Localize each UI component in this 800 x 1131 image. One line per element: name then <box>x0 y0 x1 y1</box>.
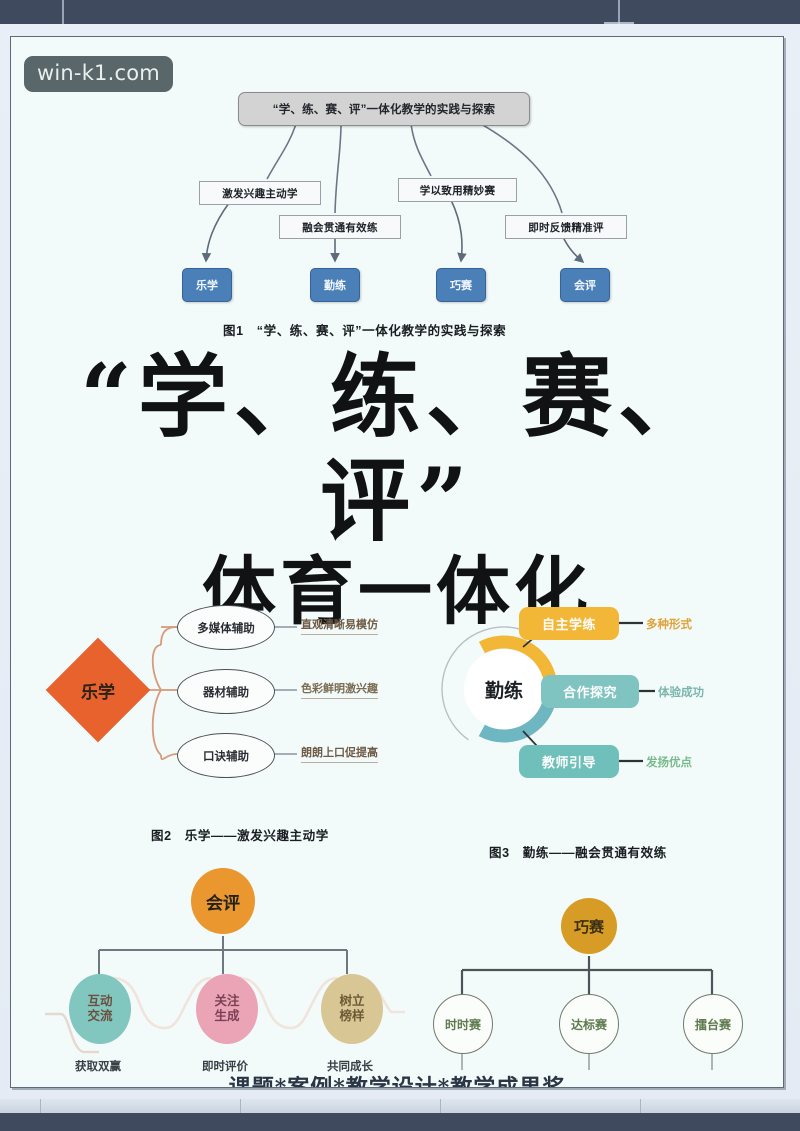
figure-3-text-2: 体验成功 <box>658 687 704 699</box>
strip-segment <box>440 1099 641 1113</box>
figure-4-leaf-1-line-2: 交流 <box>87 1009 113 1023</box>
editor-top-band <box>0 0 800 24</box>
figure-2-hub-lexue: 乐学 <box>45 637 151 743</box>
figure-2-node-2: 器材辅助 <box>177 669 275 714</box>
figure-3-connectors <box>441 621 655 763</box>
strip-segment <box>40 1099 241 1113</box>
footer-text: 课题*案例*教学设计*教学成果奖 <box>228 1075 566 1088</box>
page-title-line-1: “学、练、赛、评” <box>80 344 714 554</box>
figure-4-leaf-3: 树立 榜样 <box>321 974 383 1044</box>
figure-2-text-3: 朗朗上口促提高 <box>301 744 378 763</box>
figure-1-connectors <box>201 123 585 264</box>
editor-bottom-band <box>0 1113 800 1131</box>
figure-5-connectors <box>460 956 714 1070</box>
figure-2-text-1: 直观清晰易模仿 <box>301 616 378 635</box>
figure-4-sub-3: 共同成长 <box>327 1061 373 1073</box>
figure-4-sub-1: 获取双赢 <box>75 1061 121 1073</box>
figure-4-leaf-2-line-2: 生成 <box>214 1009 240 1023</box>
figure-4-leaf-2: 关注 生成 <box>196 974 258 1044</box>
figure-2-node-3: 口诀辅助 <box>177 733 275 778</box>
figure-2-text-2: 色彩鲜明激兴趣 <box>301 680 378 699</box>
figure-4-leaf-1-line-1: 互动 <box>87 994 113 1008</box>
figure-1-caption: 图1 “学、练、赛、评”一体化教学的实践与探索 <box>223 324 507 338</box>
figure-1-node-huiping: 会评 <box>560 268 610 302</box>
figure-1-label-3: 学以致用精妙赛 <box>398 178 517 202</box>
figure-2-connectors <box>139 626 297 760</box>
figure-3-node-1: 自主学练 <box>519 607 619 640</box>
figure-3-node-2: 合作探究 <box>541 675 639 708</box>
figure-4-leaf-2-line-1: 关注 <box>214 994 240 1008</box>
figure-2-hub-label: 乐学 <box>81 682 115 703</box>
figure-5-leaf-2: 达标赛 <box>559 994 619 1054</box>
figure-2-node-1: 多媒体辅助 <box>177 605 275 650</box>
figure-3-text-1: 多种形式 <box>646 619 692 631</box>
figure-4-leaf-1: 互动 交流 <box>69 974 131 1044</box>
figure-5-leaf-3: 擂台赛 <box>683 994 743 1054</box>
strip-segment <box>240 1099 441 1113</box>
figure-1-diagram: “学、练、赛、评”一体化教学的实践与探索 激发兴趣主动学 融会贯通有效练 学以致… <box>11 45 783 315</box>
watermark-badge: win-k1.com <box>24 56 173 92</box>
ruler-tick-left <box>62 0 64 24</box>
figure-4-hub-huiping: 会评 <box>191 868 255 934</box>
figure-4-leaf-3-line-2: 榜样 <box>339 1009 365 1023</box>
figure-2-diagram: 乐学 多媒体辅助 器材辅助 口诀辅助 直观清晰易模仿 色彩鲜明激兴趣 朗朗上口促… <box>39 585 399 810</box>
figure-3-hub-qinlian: 勤练 <box>484 679 523 702</box>
figure-2-caption: 图2 乐学——激发兴趣主动学 <box>151 829 329 843</box>
strip-segment <box>0 1099 41 1113</box>
figure-4-diagram: 会评 互动 交流 关注 生成 树立 榜样 获取双赢 即时评价 共同成长 <box>39 862 411 1080</box>
figure-5-diagram: 巧赛 时时赛 达标赛 擂台赛 <box>411 892 783 1072</box>
figure-3-node-3: 教师引导 <box>519 745 619 778</box>
figure-1-label-2: 融会贯通有效练 <box>279 215 401 239</box>
figure-3-diagram: 勤练 自主学练 合作探究 教师引导 多种形式 体验成功 发扬优点 <box>411 585 783 815</box>
editor-bottom-strip <box>0 1099 800 1113</box>
figure-1-label-4: 即时反馈精准评 <box>505 215 627 239</box>
figure-5-leaf-1: 时时赛 <box>433 994 493 1054</box>
ruler-crosshair <box>604 22 634 24</box>
figure-5-hub-qiaosai: 巧赛 <box>561 898 617 954</box>
ruler-tick-right <box>618 0 620 24</box>
figure-1-node-lexue: 乐学 <box>182 268 232 302</box>
document-page: win-k1.com “学、练、赛、评”一体化教学的实践与探索 激发兴趣 <box>0 24 800 1113</box>
figure-1-label-1: 激发兴趣主动学 <box>199 181 321 205</box>
document-sheet: win-k1.com “学、练、赛、评”一体化教学的实践与探索 激发兴趣 <box>10 36 784 1088</box>
figure-1-title-box: “学、练、赛、评”一体化教学的实践与探索 <box>238 92 530 126</box>
figure-3-text-3: 发扬优点 <box>646 757 692 769</box>
figure-1-node-qiaosai: 巧赛 <box>436 268 486 302</box>
figure-4-sub-2: 即时评价 <box>202 1061 248 1073</box>
figure-3-caption: 图3 勤练——融会贯通有效练 <box>489 846 667 860</box>
figure-1-node-qinlian: 勤练 <box>310 268 360 302</box>
figure-4-leaf-3-line-1: 树立 <box>339 994 365 1008</box>
